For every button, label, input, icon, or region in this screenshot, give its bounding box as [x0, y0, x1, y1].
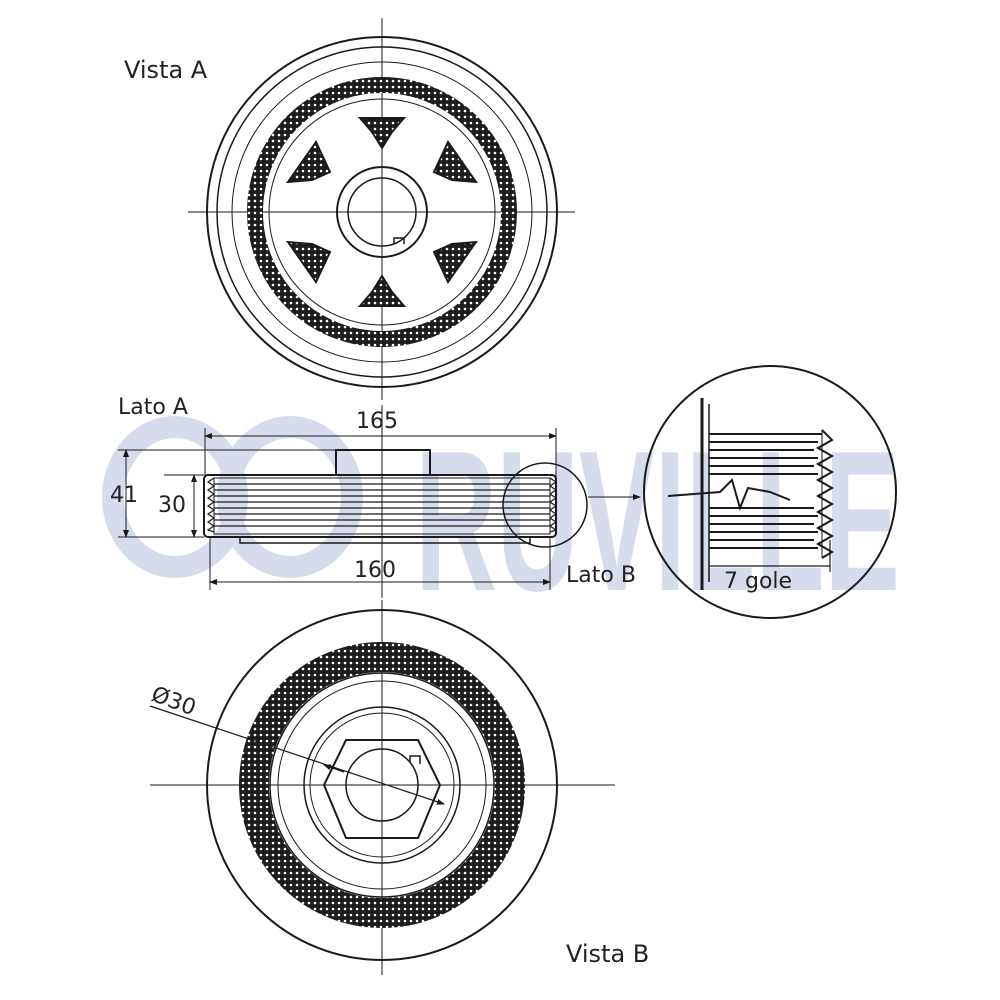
groove-detail-drawing: 7 gole: [643, 365, 897, 619]
side-view-drawing: 165 160 41 30 Lato A Lato B: [110, 395, 641, 598]
dimension-height-total: 41: [110, 483, 138, 508]
groove-lines: [214, 483, 550, 527]
view-b-drawing: Ø30 Vista B: [148, 600, 649, 975]
side-b-label: Lato B: [566, 563, 636, 588]
dimension-width-inner: 160: [354, 558, 396, 583]
view-a-label: Vista A: [124, 56, 208, 84]
logo-mark-icon: [102, 416, 363, 578]
bore-diameter-label: Ø30: [148, 682, 199, 721]
spoke-windows: [285, 117, 479, 307]
view-a-drawing: Vista A: [124, 18, 575, 400]
dimension-height-pulley: 30: [158, 493, 186, 518]
grooves-label: 7 gole: [724, 569, 792, 594]
view-b-label: Vista B: [566, 940, 649, 968]
side-a-label: Lato A: [118, 395, 188, 420]
dimension-width-outer: 165: [356, 409, 398, 434]
